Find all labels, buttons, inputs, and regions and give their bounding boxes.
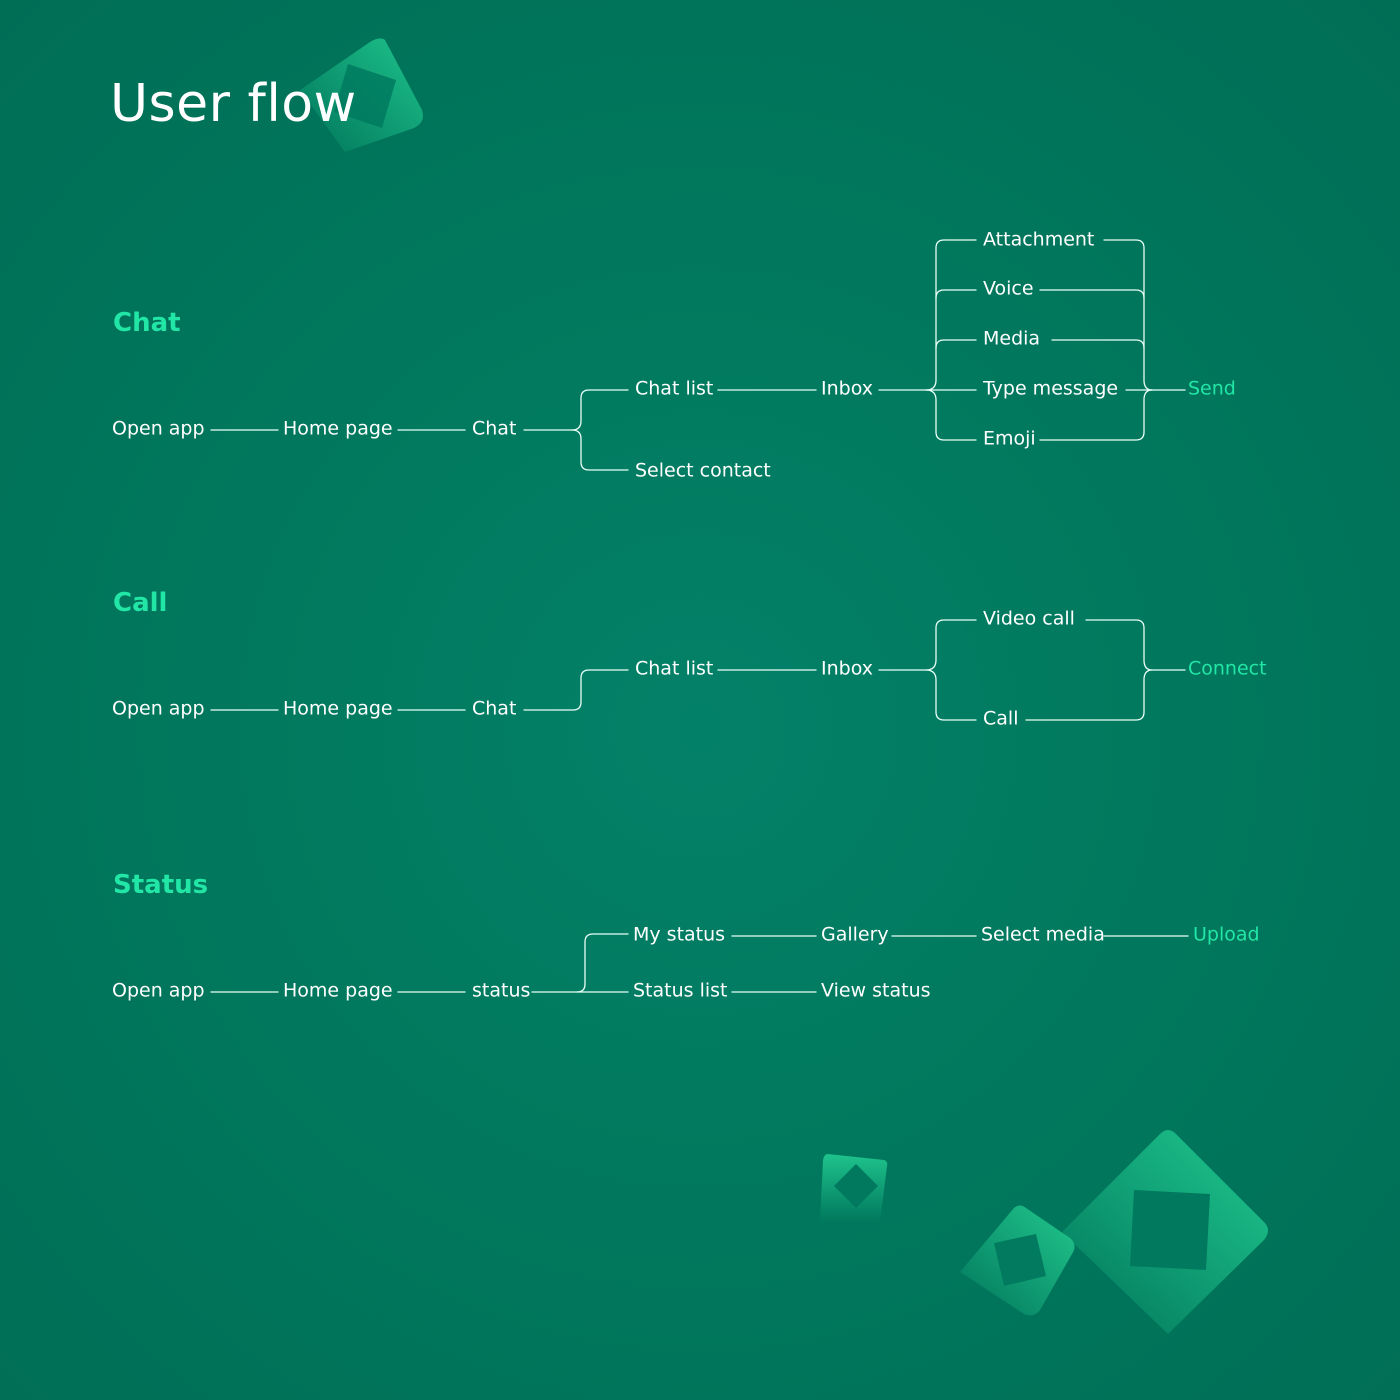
- chat-option-type-message: Type message: [983, 377, 1119, 400]
- section-title-call: Call: [113, 588, 168, 618]
- medium-diamond-decoration: [960, 1205, 1075, 1316]
- connector-chat-brace: [523, 389, 629, 431]
- page-title: User flow: [110, 74, 357, 134]
- chat-chat-list: Chat list: [635, 377, 714, 400]
- connector-chat-select-contact: [571, 429, 629, 471]
- chat-select-contact: Select contact: [635, 459, 771, 482]
- connector-attachment-right: [1103, 239, 1153, 391]
- status-view-status: View status: [821, 979, 931, 1002]
- title-diamond-decoration: [300, 38, 423, 152]
- section-title-status: Status: [113, 870, 209, 900]
- chat-option-attachment: Attachment: [983, 228, 1095, 251]
- large-diamond-decoration: [1062, 1130, 1268, 1334]
- connector-voice-right: [1039, 289, 1145, 299]
- call-option-video-call: Video call: [983, 607, 1075, 630]
- connector-call-inbox-call: [925, 669, 977, 721]
- status-status: status: [472, 979, 531, 1002]
- call-chat: Chat: [472, 697, 517, 720]
- call-chat-list: Chat list: [635, 657, 714, 680]
- chat-result-send: Send: [1188, 377, 1236, 400]
- connector-call-connect: [1025, 669, 1153, 721]
- call-result-connect: Connect: [1188, 657, 1267, 680]
- section-title-chat: Chat: [113, 308, 181, 338]
- status-open-app: Open app: [112, 979, 205, 1002]
- connector-videocall-connect: [1085, 619, 1186, 671]
- chat-option-media: Media: [983, 327, 1041, 350]
- call-inbox: Inbox: [821, 657, 873, 680]
- connector-call-inbox-brace: [878, 619, 977, 671]
- small-square-decoration: [820, 1154, 888, 1222]
- connector-status-to-mystatus: [576, 933, 629, 993]
- status-gallery: Gallery: [821, 923, 889, 946]
- chat-chat: Chat: [472, 417, 517, 440]
- connector-voice-left: [935, 289, 977, 299]
- status-status-list: Status list: [633, 979, 728, 1002]
- call-option-call: Call: [983, 707, 1019, 730]
- connector-media-left: [935, 339, 977, 349]
- chat-option-voice: Voice: [983, 277, 1034, 300]
- call-home-page: Home page: [283, 697, 393, 720]
- status-home-page: Home page: [283, 979, 393, 1002]
- connector-call-chat-chatlist: [523, 669, 629, 711]
- chat-option-emoji: Emoji: [983, 427, 1036, 450]
- chat-open-app: Open app: [112, 417, 205, 440]
- connector-media-right: [1051, 339, 1145, 349]
- status-my-status: My status: [633, 923, 726, 946]
- connector-emoji-right: [1039, 389, 1153, 441]
- connector-inbox-brace-bottom: [925, 389, 977, 441]
- connector-inbox-brace-top: [925, 239, 977, 391]
- call-open-app: Open app: [112, 697, 205, 720]
- status-select-media: Select media: [981, 923, 1105, 946]
- chat-inbox: Inbox: [821, 377, 873, 400]
- status-result-upload: Upload: [1193, 923, 1260, 946]
- chat-home-page: Home page: [283, 417, 393, 440]
